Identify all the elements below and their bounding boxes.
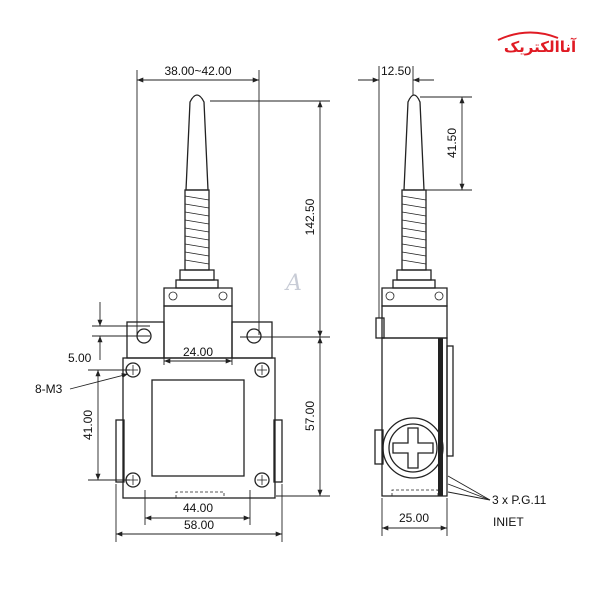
mount-tab-left: [126, 321, 165, 359]
dim-lever-length: 41.50: [445, 128, 459, 158]
side-cover-lip: [446, 345, 454, 457]
bottom-conduit: [175, 491, 225, 498]
side-lever-rod: [403, 94, 425, 191]
dim-total-height: 142.50: [303, 198, 317, 235]
label-inlet: INIET: [493, 515, 524, 529]
side-head-block: [381, 287, 448, 307]
dim-hole-spacing-vertical: 41.00: [81, 410, 95, 440]
lever-seat: [175, 279, 219, 289]
front-dimensions: 38.00~42.00 142.50 57.00 24.00 5.00 8-M3…: [35, 64, 330, 542]
logo-text: آناالکتریک: [504, 38, 577, 56]
body-rib-left: [115, 419, 125, 483]
switch-cover: [151, 379, 245, 477]
side-lever-spring: [401, 189, 427, 271]
dim-width-range: 38.00~42.00: [164, 64, 231, 78]
dim-hole-offset: 5.00: [68, 351, 92, 365]
dim-neck-width: 24.00: [183, 345, 213, 359]
side-tab: [375, 317, 385, 339]
body-rib-right: [273, 419, 283, 483]
side-view: [374, 94, 454, 497]
conduit-entry-icon: [382, 417, 444, 479]
front-view: [115, 94, 283, 499]
lever-collar: [179, 269, 215, 281]
dim-lever-offset: 12.50: [381, 64, 411, 78]
cover-screw-icon: [125, 362, 270, 488]
mount-hole-icon: [246, 328, 262, 344]
dim-depth: 25.00: [399, 511, 429, 525]
side-lever-collar: [396, 269, 432, 281]
watermark: A: [284, 271, 302, 296]
head-block: [163, 287, 233, 307]
mount-tab-right: [231, 321, 273, 359]
lever-rod: [185, 94, 209, 191]
side-head: [381, 305, 448, 339]
dim-body-width: 58.00: [184, 518, 214, 532]
dim-body-height: 57.00: [303, 401, 317, 431]
side-bottom-conduit: [391, 489, 439, 496]
label-conduit: 3 x P.G.11: [492, 493, 547, 507]
side-dimensions: 12.50 41.50 25.00 3 x P.G.11 INIET: [358, 64, 547, 536]
label-mount-holes: 8-M3: [35, 382, 63, 396]
switch-body: [122, 357, 276, 499]
side-cover-edge: [438, 338, 443, 496]
side-lever-seat: [392, 279, 436, 289]
lever-spring: [184, 189, 210, 271]
brand-logo: آناالکتریک: [497, 31, 577, 56]
dim-hole-spacing-horizontal: 44.00: [183, 501, 213, 515]
side-body: [381, 337, 448, 497]
